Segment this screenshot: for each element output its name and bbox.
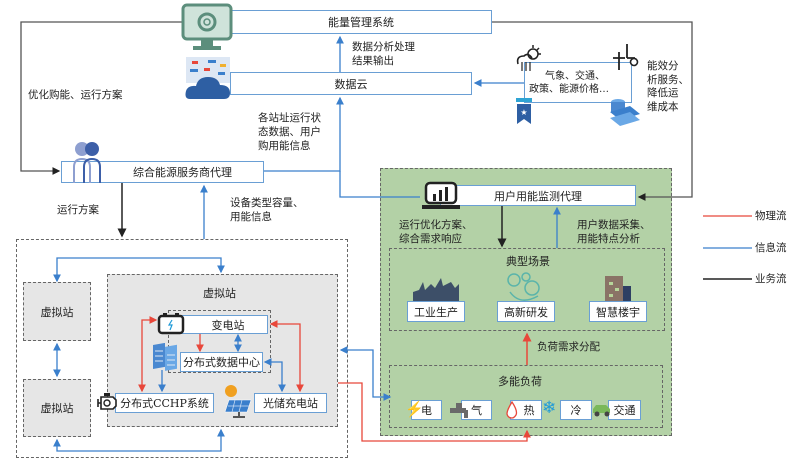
data-cloud-label: 数据云	[334, 77, 368, 91]
load-cold[interactable]: 冷	[560, 400, 592, 420]
load-alloc-label: 负荷需求分配	[537, 341, 600, 353]
faucet-icon	[450, 403, 468, 418]
line-virtual-to-loads-physical	[338, 382, 531, 442]
provider-down-label: 运行方案	[57, 204, 99, 216]
small-virtual-station-2-label: 虚拟站	[40, 402, 74, 415]
line-vs1-to-main	[53, 257, 225, 283]
main-virtual-station-title: 虚拟站	[203, 287, 236, 300]
legend-info-label: 信息流	[755, 242, 787, 254]
pv-charge-label: 光储充电站	[263, 397, 318, 410]
service-provider-label: 综合能源服务商代理	[133, 166, 232, 179]
factory-icon	[413, 278, 459, 302]
snowflake-icon: ❄	[542, 398, 557, 418]
load-transport[interactable]: 交通	[608, 400, 641, 420]
heat-drop-icon	[506, 401, 518, 419]
cchp-label: 分布式CCHP系统	[120, 397, 209, 410]
load-electricity[interactable]: 电	[411, 400, 442, 420]
users-icon	[73, 142, 101, 183]
datacenter-label: 分布式数据中心	[183, 356, 260, 369]
line-ems-to-monitor	[492, 21, 693, 201]
svg-text:★: ★	[520, 108, 527, 117]
user-monitor-label: 用户用能监测代理	[494, 189, 582, 203]
provider-up-label: 设备类型容量、 用能信息	[230, 197, 304, 223]
scene-industrial[interactable]: 工业生产	[407, 301, 465, 322]
scene-smart-building[interactable]: 智慧楼宇	[589, 301, 647, 322]
cchp-box[interactable]: 分布式CCHP系统	[115, 393, 214, 413]
microscope-icon	[507, 272, 540, 301]
energy-management-box[interactable]: 能量管理系统	[230, 10, 492, 34]
scene-hightech[interactable]: 高新研发	[497, 301, 555, 322]
data-cloud-box[interactable]: 数据云	[230, 72, 472, 95]
legend-physical-label: 物理流	[755, 210, 787, 222]
service-provider-box[interactable]: 综合能源服务商代理	[61, 161, 264, 183]
weather-icon	[516, 45, 541, 71]
engine-icon	[97, 393, 117, 410]
line-vs2-to-main	[53, 428, 225, 452]
substation-label: 变电站	[211, 318, 245, 332]
external-info-line-1: 气象、交通、	[545, 70, 605, 82]
lightning-icon: ⚡	[405, 400, 424, 418]
car-icon	[593, 405, 610, 417]
bar-chart-monitor-icon	[422, 181, 460, 209]
monitor-down-label: 运行优化方案、 综合需求响应	[399, 219, 473, 245]
line-sub-pv	[269, 320, 304, 393]
line-monitor-to-cloud	[339, 171, 420, 198]
energy-management-label: 能量管理系统	[328, 16, 394, 29]
cloud-server-icon	[185, 57, 230, 99]
legend-business-label: 业务流	[755, 273, 787, 285]
scenes-area	[389, 248, 665, 331]
line-sub-cchp	[138, 316, 158, 393]
solar-panel-icon	[224, 385, 252, 418]
grid-switch-icon	[613, 44, 639, 70]
efficiency-service-label: 能效分 析服务、 降低运 维成本	[647, 60, 689, 113]
monitor-gear-icon	[181, 3, 233, 50]
line-loads-to-virtual	[339, 346, 392, 401]
server-rack-icon	[153, 343, 177, 371]
station-data-label: 各站址运行状 态数据、用户 购用能信息	[258, 112, 321, 152]
building-icon	[605, 276, 631, 306]
pv-charge-box[interactable]: 光储充电站	[254, 393, 327, 413]
loads-title: 多能负荷	[498, 375, 542, 388]
monitor-up-label: 用户数据采集、 用能特点分析	[577, 219, 651, 245]
analysis-output-label: 数据分析处理 结果输出	[352, 41, 415, 67]
datacenter-box[interactable]: 分布式数据中心	[180, 352, 263, 372]
bookmark-star-icon: ★	[516, 98, 532, 124]
user-monitor-box[interactable]: 用户用能监测代理	[440, 185, 636, 206]
substation-box[interactable]: 变电站	[178, 315, 268, 334]
optimize-label: 优化购能、运行方案	[28, 89, 123, 101]
substation-icon	[157, 313, 185, 335]
small-virtual-station-1-label: 虚拟站	[40, 305, 74, 319]
external-info-box[interactable]: 气象、交通、 政策、能源价格…	[524, 62, 632, 103]
money-stack-icon	[610, 99, 640, 126]
scenes-title: 典型场景	[506, 255, 550, 268]
line-dc-pv	[263, 358, 286, 393]
small-virtual-station-1: 虚拟站	[23, 282, 91, 341]
line-ems-to-provider	[20, 21, 183, 175]
external-info-line-2: 政策、能源价格…	[529, 83, 609, 95]
load-gas[interactable]: 气	[461, 400, 492, 420]
